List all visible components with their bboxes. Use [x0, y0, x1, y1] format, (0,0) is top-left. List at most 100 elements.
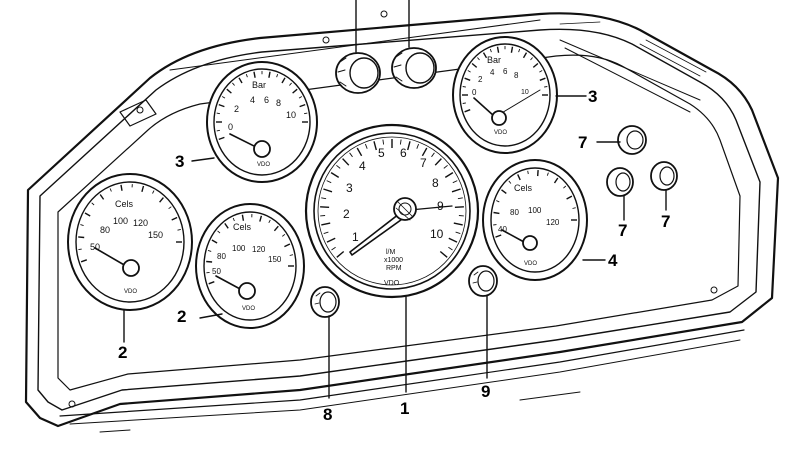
tach-label-1: 1 — [352, 230, 359, 244]
oil-pressure-gauge-left: Bar 0 2 4 6 8 10 VDO — [206, 61, 318, 183]
dial-tick — [218, 103, 225, 108]
tach-label-2: 2 — [343, 207, 350, 221]
tach-label-7: 7 — [420, 156, 427, 170]
dial-tick — [171, 216, 178, 221]
dial-tick — [292, 88, 298, 94]
dial-tick — [443, 164, 448, 169]
dial-tick — [451, 188, 461, 193]
dial-tick — [91, 202, 95, 206]
tach-label-9: 9 — [437, 199, 444, 213]
dial-tick — [546, 172, 549, 176]
dial-tick — [320, 206, 330, 208]
temp-outer-label-50: 50 — [90, 242, 100, 252]
dial-tick — [80, 224, 84, 227]
dial-tick — [431, 152, 435, 158]
dial-tick — [530, 57, 533, 61]
dial-tick — [321, 197, 327, 200]
tach-unit-line3: RPM — [386, 265, 402, 272]
oil-left-label-0: 0 — [228, 122, 233, 132]
callout-7-top: 7 — [578, 133, 587, 152]
dial-tick — [326, 180, 332, 184]
oil-left-brand: VDO — [257, 162, 270, 168]
temp-right-label-120: 120 — [546, 218, 560, 227]
dial-tick — [399, 139, 402, 145]
dial-tick — [238, 77, 243, 84]
callout-7-left: 7 — [618, 221, 627, 240]
tachometer-scale: 1 2 3 4 5 6 7 8 9 10 — [343, 146, 444, 244]
dial-tick — [493, 211, 500, 215]
dial-tick — [336, 164, 341, 169]
dial-tick — [421, 147, 428, 157]
oil-right-label-6: 6 — [503, 67, 508, 76]
tach-label-4: 4 — [359, 159, 366, 173]
dial-tick — [84, 212, 91, 217]
dial-tick — [532, 62, 539, 68]
dial-tick — [289, 82, 292, 86]
dial-tick — [245, 73, 248, 78]
dial-tick — [522, 52, 528, 59]
oil-pressure-gauge-right: Bar 0 2 4 6 8 10 VDO — [452, 36, 558, 154]
callout-labels: 1 2 2 3 3 4 7 7 7 8 9 — [118, 87, 670, 424]
temp-outer-brand: VDO — [124, 289, 137, 295]
dial-tick — [207, 249, 212, 252]
temp-inner-label-50: 50 — [212, 267, 221, 276]
dial-tick — [495, 234, 502, 238]
dial-tick — [457, 197, 463, 200]
dial-tick — [206, 260, 213, 263]
oil-left-label-4: 4 — [250, 95, 255, 105]
temperature-gauge-right: Cels 40 80 100 120 VDO — [482, 159, 588, 281]
dial-tick — [224, 223, 229, 229]
dial-tick — [462, 86, 466, 88]
lamp-7-top — [617, 125, 647, 155]
dial-tick — [448, 237, 458, 243]
dial-tick — [407, 141, 411, 151]
dial-tick — [448, 246, 453, 251]
temp-right-label-100: 100 — [528, 206, 542, 215]
oil-right-label-4: 4 — [490, 68, 495, 77]
dial-tick — [453, 222, 463, 226]
dial-tick — [434, 158, 442, 166]
dial-tick — [268, 71, 271, 78]
callout-8: 8 — [323, 405, 332, 424]
dial-tick — [510, 46, 514, 53]
dial-tick — [289, 254, 294, 256]
dial-tick — [482, 52, 488, 59]
temp-outer-unit: Cels — [115, 199, 134, 209]
dial-tick — [489, 48, 492, 53]
dial-tick — [452, 180, 458, 184]
dial-tick — [373, 141, 377, 151]
tach-label-3: 3 — [346, 181, 353, 195]
oil-left-label-10: 10 — [286, 110, 296, 120]
dial-tick — [109, 188, 112, 192]
lamp-7-left — [606, 167, 634, 197]
dial-tick — [217, 230, 221, 234]
temp-outer-label-120: 120 — [133, 218, 148, 228]
temp-inner-label-150: 150 — [268, 255, 282, 264]
callout-2-outer: 2 — [118, 343, 127, 362]
dial-tick — [518, 48, 521, 53]
top-warning-lights — [322, 0, 437, 94]
dial-tick — [455, 231, 461, 235]
oil-left-label-6: 6 — [264, 95, 269, 105]
dial-tick — [330, 172, 340, 178]
dial-tick — [462, 102, 466, 104]
dial-tick — [336, 250, 345, 258]
dial-tick — [211, 239, 218, 244]
tach-unit-line1: l/M — [386, 249, 396, 256]
dial-tick — [508, 180, 512, 184]
temp-right-unit: Cels — [514, 183, 533, 193]
temp-right-brand: VDO — [524, 261, 537, 267]
tach-brand: VDO — [384, 280, 400, 287]
temperature-gauge-inner: Cels 50 80 100 120 150 VDO — [195, 203, 305, 329]
dial-tick — [454, 206, 464, 208]
temp-outer-label-100: 100 — [113, 216, 128, 226]
oil-right-label-2: 2 — [478, 75, 483, 84]
dial-tick — [226, 88, 232, 94]
temp-right-label-80: 80 — [510, 208, 519, 217]
tach-label-10: 10 — [430, 227, 444, 241]
leader-lines — [123, 95, 667, 399]
oil-left-label-2: 2 — [234, 104, 239, 114]
dial-tick — [273, 225, 279, 232]
callout-3-right: 3 — [588, 87, 597, 106]
